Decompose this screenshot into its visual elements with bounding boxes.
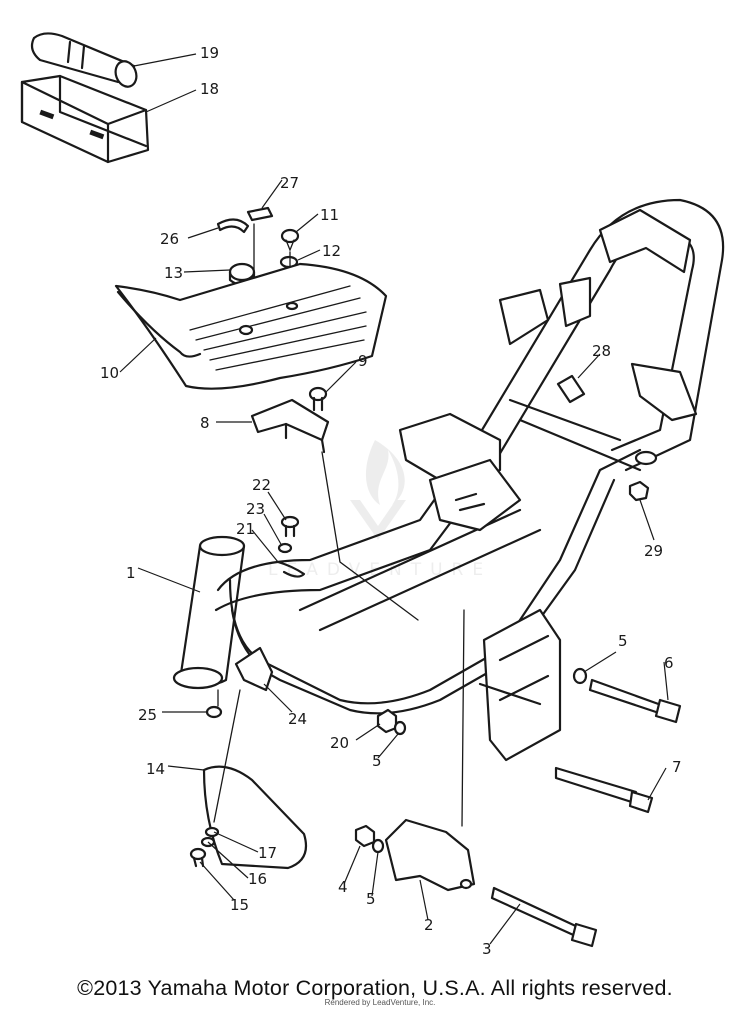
callout-16: 16 [248, 870, 267, 888]
callout-17: 17 [258, 844, 277, 862]
bolt-part-15 [189, 847, 207, 868]
tag-part-28 [556, 374, 586, 404]
callout-4: 4 [338, 878, 348, 896]
callout-6: 6 [664, 654, 674, 672]
callout-1: 1 [126, 564, 136, 582]
callout-5-upper: 5 [618, 632, 628, 650]
bracket-part-2 [384, 818, 476, 892]
bolt-part-7 [554, 766, 654, 814]
nut-part-20 [376, 708, 398, 734]
callout-23: 23 [246, 500, 265, 518]
callout-27: 27 [280, 174, 299, 192]
frame-part-1 [172, 198, 725, 762]
guard-plate-part-14 [202, 765, 308, 870]
callout-8: 8 [200, 414, 210, 432]
callout-24: 24 [288, 710, 307, 728]
svg-text:LEADVENTURE: LEADVENTURE [268, 560, 492, 580]
bracket-part-24 [234, 646, 274, 692]
bolt-part-3 [490, 886, 598, 948]
nut-part-29 [628, 480, 650, 502]
callout-22: 22 [252, 476, 271, 494]
leader-lines [119, 53, 669, 945]
bolt-part-9 [308, 386, 328, 412]
washer-part-5-middle [393, 720, 407, 736]
callout-25: 25 [138, 706, 157, 724]
bracket-part-8 [250, 398, 330, 454]
clip-part-27 [246, 206, 274, 222]
callout-5-middle: 5 [372, 752, 382, 770]
bolt-part-25 [205, 705, 223, 719]
callout-18: 18 [200, 80, 219, 98]
callout-labels: 19 18 27 26 11 12 13 10 9 8 28 29 22 23 … [100, 44, 682, 958]
bolt-part-11 [280, 228, 300, 252]
callout-15: 15 [230, 896, 249, 914]
clip-part-21 [276, 560, 306, 578]
callout-21: 21 [236, 520, 255, 538]
callout-11: 11 [320, 206, 339, 224]
tray-part-18 [20, 74, 150, 164]
washer-part-5-upper [572, 667, 588, 685]
callout-19: 19 [200, 44, 219, 62]
callout-26: 26 [160, 230, 179, 248]
callout-20: 20 [330, 734, 349, 752]
callout-2: 2 [424, 916, 434, 934]
washer-part-23 [277, 542, 293, 554]
callout-9: 9 [358, 352, 368, 370]
washer-part-5-lower [371, 838, 385, 854]
fender-part-10 [114, 262, 388, 390]
callout-5-lower: 5 [366, 890, 376, 908]
callout-13: 13 [164, 264, 183, 282]
copyright-notice: ©2013 Yamaha Motor Corporation, U.S.A. A… [77, 976, 673, 1000]
callout-10: 10 [100, 364, 119, 382]
tube-part-19 [30, 32, 138, 88]
callout-3: 3 [482, 940, 492, 958]
bolt-part-22 [280, 515, 300, 538]
callout-29: 29 [644, 542, 663, 560]
rendered-by-note: Rendered by LeadVenture, Inc. [324, 998, 436, 1007]
callout-7: 7 [672, 758, 682, 776]
callout-28: 28 [592, 342, 611, 360]
bolt-part-6 [588, 678, 682, 724]
nut-part-4 [354, 824, 376, 848]
callout-12: 12 [322, 242, 341, 260]
callout-14: 14 [146, 760, 165, 778]
clamp-part-26 [216, 218, 250, 234]
washer-part-17 [204, 826, 220, 838]
